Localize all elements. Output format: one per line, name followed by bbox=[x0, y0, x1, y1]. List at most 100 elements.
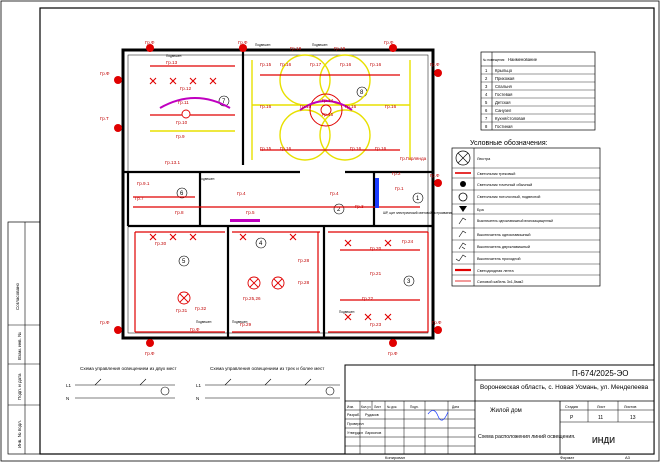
label-gr32: Гр.Ф bbox=[190, 327, 200, 332]
room-number-2: 2 bbox=[337, 207, 341, 213]
project-code: П-674/2025-ЭО bbox=[572, 369, 628, 378]
label-gr-girlyanda: Гр.Гирлянда bbox=[400, 156, 427, 161]
margin-stamp: Согласовано Взам. инв. № Подп. и дата Ин… bbox=[7, 221, 41, 455]
room-number-6: 6 bbox=[180, 191, 184, 197]
label-gr-f-1: Гр.Ф bbox=[145, 40, 155, 45]
label-gr18: Гр.18 bbox=[290, 46, 302, 51]
label-gr8: Гр.8 bbox=[175, 210, 184, 215]
label-gr16h: Гр.16 bbox=[280, 146, 292, 151]
label-gr15b: Гр.15 bbox=[322, 112, 334, 117]
label-gr16f: Гр.16 bbox=[345, 104, 357, 109]
footer-format: Формат bbox=[560, 455, 574, 460]
legend-item-7: Выключатель одноклавишный bbox=[477, 233, 531, 237]
table-row-num-4: 4 bbox=[485, 92, 488, 97]
label-gr-f-6: Гр.Ф bbox=[100, 320, 110, 325]
switch-waterproof-icon bbox=[458, 217, 467, 225]
legend: Условные обозначения: Люстра Светильник bbox=[451, 139, 601, 287]
legend-item-1: Люстра bbox=[477, 157, 491, 161]
razrab-name: Рудаков bbox=[365, 413, 379, 417]
scheme1-n: N bbox=[66, 396, 69, 401]
label-gr-t: Гр.Т bbox=[100, 116, 109, 121]
label-gr9: Гр.9 bbox=[176, 134, 185, 139]
note-podvesh-3: Подвешен bbox=[312, 43, 328, 47]
label-gr28: Гр.29 bbox=[240, 322, 252, 327]
col-stage: Стадия bbox=[565, 405, 578, 409]
project-address: Воронежская область, с. Новая Усмань, ул… bbox=[480, 383, 649, 391]
label-gr20: Гр.20 bbox=[370, 246, 382, 251]
scheme1-l1: L1 bbox=[66, 383, 72, 388]
label-gr15: Гр.15 bbox=[260, 62, 272, 67]
label-gr13: Гр.13 bbox=[166, 60, 178, 65]
label-gr16b: Гр.16 bbox=[340, 62, 352, 67]
electric-panel bbox=[375, 178, 379, 208]
label-gr29: Гр.30 bbox=[155, 241, 167, 246]
utverd-label: Утвердил bbox=[347, 431, 363, 435]
sheets-value: 13 bbox=[630, 415, 636, 421]
label-gr27b: Гр.28 bbox=[298, 280, 310, 285]
note-podvesh-4: Подвешен bbox=[199, 177, 215, 181]
table-row-name-5: Детская bbox=[495, 100, 511, 105]
scheme2-n: N bbox=[196, 396, 199, 401]
label-gr-f-8: Гр.Ф bbox=[388, 351, 398, 356]
label-gr-f-2: Гр.Ф bbox=[238, 40, 248, 45]
note-shr: ШР, щит электрический световой, встраива… bbox=[383, 211, 455, 215]
label-gr4b: Гр.4 bbox=[330, 191, 339, 196]
legend-item-9: Выключатель проходной bbox=[477, 257, 521, 261]
signature bbox=[427, 410, 449, 421]
table-row-name-2: Прихожая bbox=[495, 76, 514, 81]
label-gr16g: Гр.16 bbox=[385, 104, 397, 109]
label-gr-f-10: Гр.Ф bbox=[430, 173, 440, 178]
stage-value: Р bbox=[570, 415, 574, 421]
legend-title: Условные обозначения: bbox=[470, 139, 548, 147]
note-podvesh-1: Подвешен bbox=[166, 54, 182, 58]
switch-single-icon bbox=[458, 230, 467, 238]
label-gr25-26: Гр.25,26 bbox=[243, 296, 261, 301]
label-gr16a: Гр.16 bbox=[280, 62, 292, 67]
room-number-7: 7 bbox=[222, 99, 226, 105]
table-row-num-6: 6 bbox=[485, 108, 488, 113]
label-gr16i: Гр.16 bbox=[350, 146, 362, 151]
scheme2-l1: L1 bbox=[196, 383, 202, 388]
ceiling-light-icon bbox=[458, 192, 468, 202]
legend-item-8: Выключатель двухклавишный bbox=[477, 245, 530, 249]
table-row-num-5: 5 bbox=[485, 100, 488, 105]
control-schemes: Схема управления освещением из двух мест… bbox=[66, 366, 340, 401]
title-block: П-674/2025-ЭО Воронежская область, с. Но… bbox=[344, 364, 655, 455]
label-gr30: Гр.31 bbox=[176, 308, 188, 313]
table-row-name-4: Гостевая bbox=[495, 92, 512, 97]
col-sheet: Лист bbox=[597, 405, 606, 409]
label-gr-f-9: Гр.Ф bbox=[432, 320, 442, 325]
note-podvesh-6: Подвешен bbox=[232, 320, 248, 324]
label-gr2: Гр.2 bbox=[392, 171, 401, 176]
sheet-value: 11 bbox=[598, 415, 603, 421]
footer-format-value: A3 bbox=[625, 455, 631, 460]
room-number-5: 5 bbox=[182, 259, 186, 265]
room-number-8: 8 bbox=[360, 90, 364, 96]
company-logo: ИНДИ bbox=[592, 436, 615, 445]
label-gr16d: Гр.16 bbox=[260, 104, 272, 109]
label-gr4: Гр.4 bbox=[237, 191, 246, 196]
table-row-num-7: 7 bbox=[485, 116, 488, 121]
room-number-3: 3 bbox=[407, 279, 411, 285]
hdr-koluch: Кол.уч bbox=[361, 405, 371, 409]
table-row-num-1: 1 bbox=[485, 68, 488, 73]
table-row-num-8: 8 bbox=[485, 124, 488, 129]
room-number-4: 4 bbox=[259, 241, 263, 247]
label-gr9-1: Гр.9.1 bbox=[137, 181, 150, 186]
label-gr3: Гр.3 bbox=[355, 204, 364, 209]
label-gr22: Гр.22 bbox=[362, 296, 374, 301]
label-gr21: Гр.21 bbox=[370, 271, 382, 276]
table-row-num-2: 2 bbox=[485, 76, 488, 81]
table-row-name-6: Санузел bbox=[495, 108, 512, 113]
note-podvesh-5: Подвешен bbox=[196, 320, 212, 324]
note-podvesh-7: Подвешен bbox=[339, 310, 355, 314]
label-gr-f-5: Гр.Ф bbox=[430, 62, 440, 67]
stamp-inv: Инв. № подл. bbox=[17, 420, 22, 448]
label-gr11: Гр.11 bbox=[178, 100, 189, 105]
legend-item-5: Бра bbox=[477, 208, 485, 212]
object-name: Жилой дом bbox=[490, 407, 522, 414]
hdr-data: Дата bbox=[452, 405, 459, 409]
